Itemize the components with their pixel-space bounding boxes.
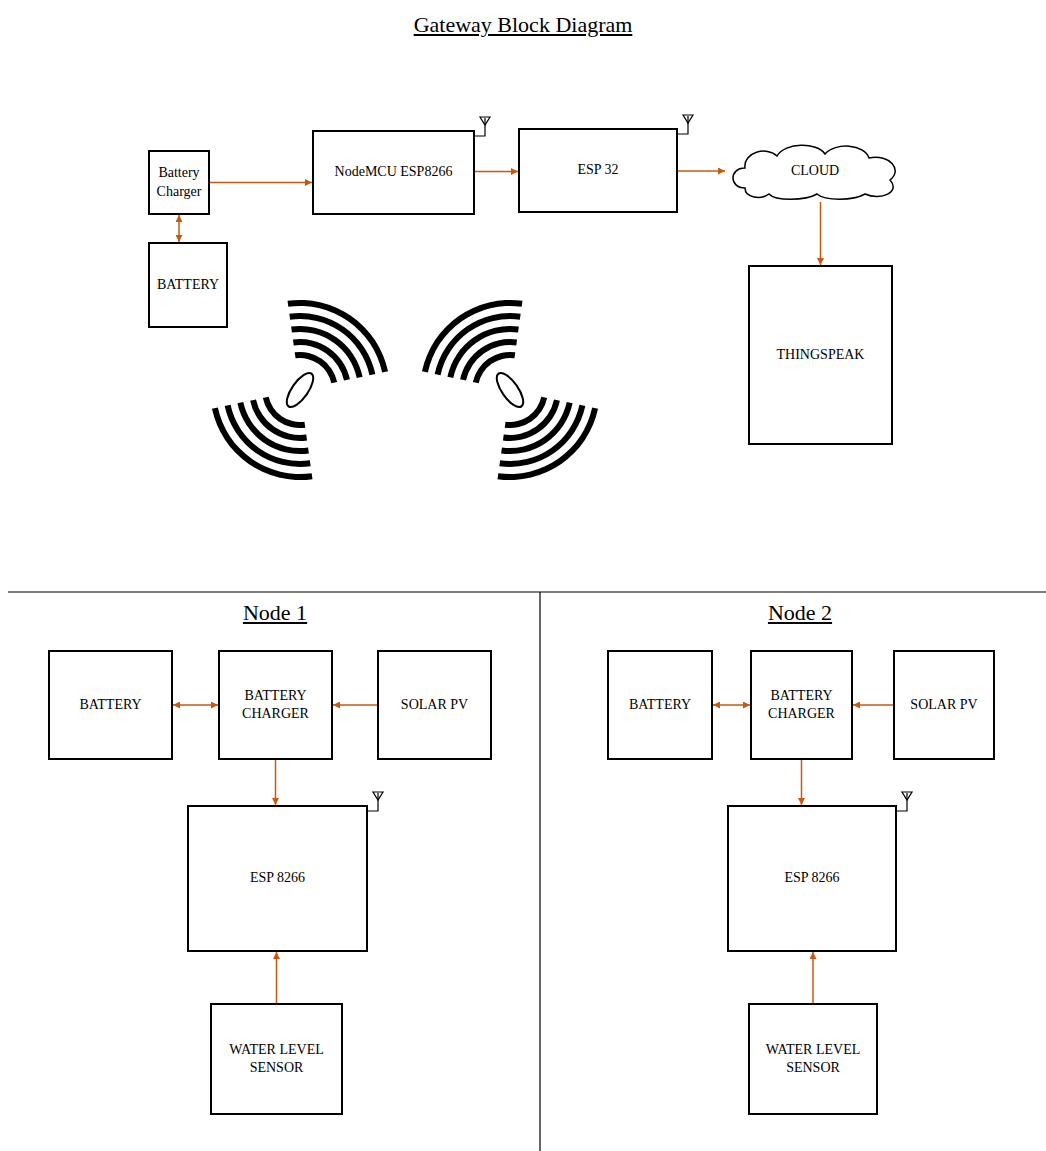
- block-label: BATTERY CHARGER: [224, 687, 327, 723]
- block-box: BATTERY: [607, 650, 713, 760]
- block-label: ESP 8266: [250, 869, 305, 887]
- divider-line: [8, 591, 1046, 592]
- antenna-symbol: [480, 117, 490, 125]
- block-box: THINGSPEAK: [748, 265, 893, 445]
- antenna-symbol: [475, 118, 485, 136]
- block-label: BATTERY: [79, 696, 141, 714]
- block-label: SOLAR PV: [910, 696, 977, 714]
- antenna-symbol: [678, 116, 688, 134]
- block-label: ESP 8266: [784, 869, 839, 887]
- block-box: WATER LEVEL SENSOR: [748, 1003, 878, 1115]
- wave-arc: [408, 281, 525, 375]
- antenna-symbol: [368, 793, 378, 811]
- arrow-connector: [333, 704, 377, 706]
- block-box: NodeMCU ESP8266: [312, 130, 475, 215]
- block-label: SOLAR PV: [401, 696, 468, 714]
- wave-core: [282, 369, 318, 411]
- arrow-connector: [210, 182, 312, 184]
- wave-arc: [495, 405, 612, 499]
- wave-core: [492, 369, 528, 411]
- antenna-symbol: [897, 793, 907, 811]
- cloud-path: [733, 145, 895, 199]
- connector-layer: [173, 171, 893, 1003]
- wave-arc: [467, 344, 518, 386]
- arrow-connector: [853, 704, 893, 706]
- block-box: WATER LEVEL SENSOR: [210, 1003, 343, 1115]
- block-box: ESP 8266: [727, 805, 897, 952]
- divider-line: [539, 592, 540, 1151]
- block-box: Battery Charger: [148, 150, 210, 215]
- block-label: NodeMCU ESP8266: [335, 163, 453, 181]
- diagram-title: Gateway Block Diagram: [414, 12, 633, 38]
- arrow-connector: [812, 952, 814, 1003]
- block-box: ESP 8266: [187, 805, 368, 952]
- wireless-symbol: [198, 281, 402, 499]
- block-box: BATTERY CHARGER: [218, 650, 333, 760]
- arrow-connector: [178, 215, 180, 242]
- block-box: BATTERY CHARGER: [750, 650, 853, 760]
- block-label: Battery Charger: [154, 164, 204, 200]
- wireless-symbols: [198, 281, 612, 499]
- block-box: ESP 32: [518, 128, 678, 213]
- antenna-symbol: [902, 792, 912, 800]
- arrow-connector: [276, 952, 278, 1003]
- cloud-shape: CLOUD: [725, 140, 905, 202]
- wave-arc: [257, 394, 308, 436]
- block-label: WATER LEVEL SENSOR: [216, 1041, 337, 1077]
- block-label: BATTERY: [629, 696, 691, 714]
- arrow-connector: [801, 760, 803, 805]
- block-box: SOLAR PV: [377, 650, 492, 760]
- section-heading: Node 2: [768, 600, 832, 626]
- arrow-connector: [820, 202, 822, 265]
- section-heading: Node 1: [243, 600, 307, 626]
- wireless-symbol: [408, 281, 612, 499]
- block-box: BATTERY: [48, 650, 173, 760]
- arrow-connector: [475, 171, 518, 173]
- arrow-connector: [173, 704, 218, 706]
- arrow-connector: [678, 170, 725, 172]
- antenna-symbol: [683, 115, 693, 123]
- block-box: SOLAR PV: [893, 650, 995, 760]
- block-label: CLOUD: [791, 162, 839, 180]
- wave-arc: [285, 281, 402, 375]
- block-label: WATER LEVEL SENSOR: [754, 1041, 872, 1077]
- block-box: BATTERY: [148, 242, 228, 328]
- block-label: BATTERY: [157, 276, 219, 294]
- arrow-connector: [275, 760, 277, 805]
- arrow-connector: [713, 704, 750, 706]
- block-label: BATTERY CHARGER: [756, 687, 847, 723]
- block-label: THINGSPEAK: [777, 346, 865, 364]
- antenna-symbol: [373, 792, 383, 800]
- block-label: ESP 32: [577, 161, 618, 179]
- wave-arc: [292, 344, 343, 386]
- wave-arc: [198, 405, 315, 499]
- antenna-symbols: [368, 115, 912, 811]
- wave-arc: [502, 394, 553, 436]
